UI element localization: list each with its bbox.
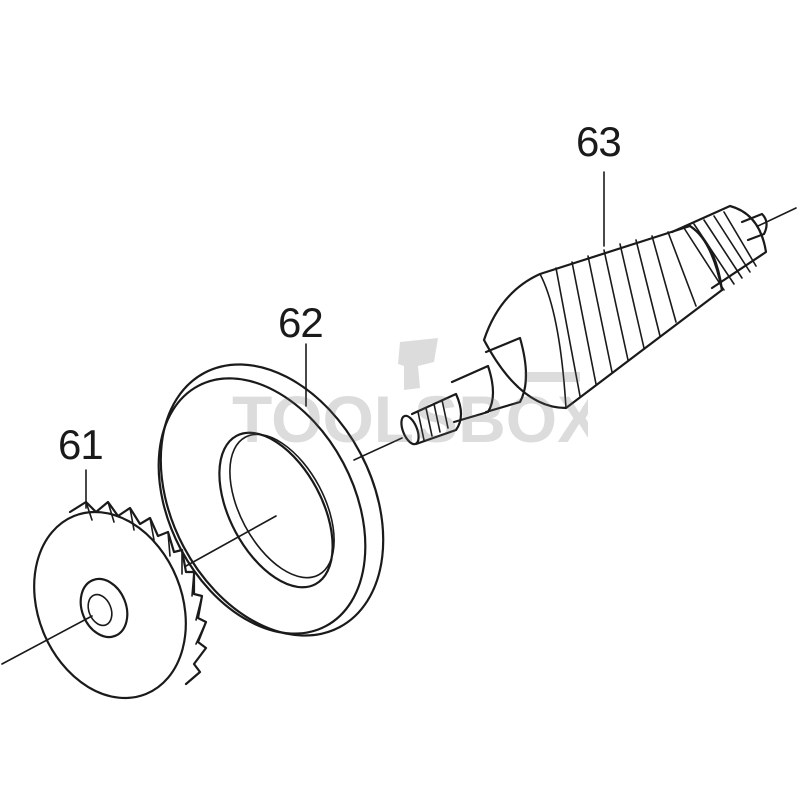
part-62-baffle-plate: [157, 343, 385, 637]
part-number-61: 61: [58, 421, 104, 468]
part-number-63: 63: [576, 118, 622, 165]
part-number-62: 62: [278, 299, 324, 346]
part-61-gear: [1, 469, 208, 700]
part-63-armature: [353, 171, 797, 461]
